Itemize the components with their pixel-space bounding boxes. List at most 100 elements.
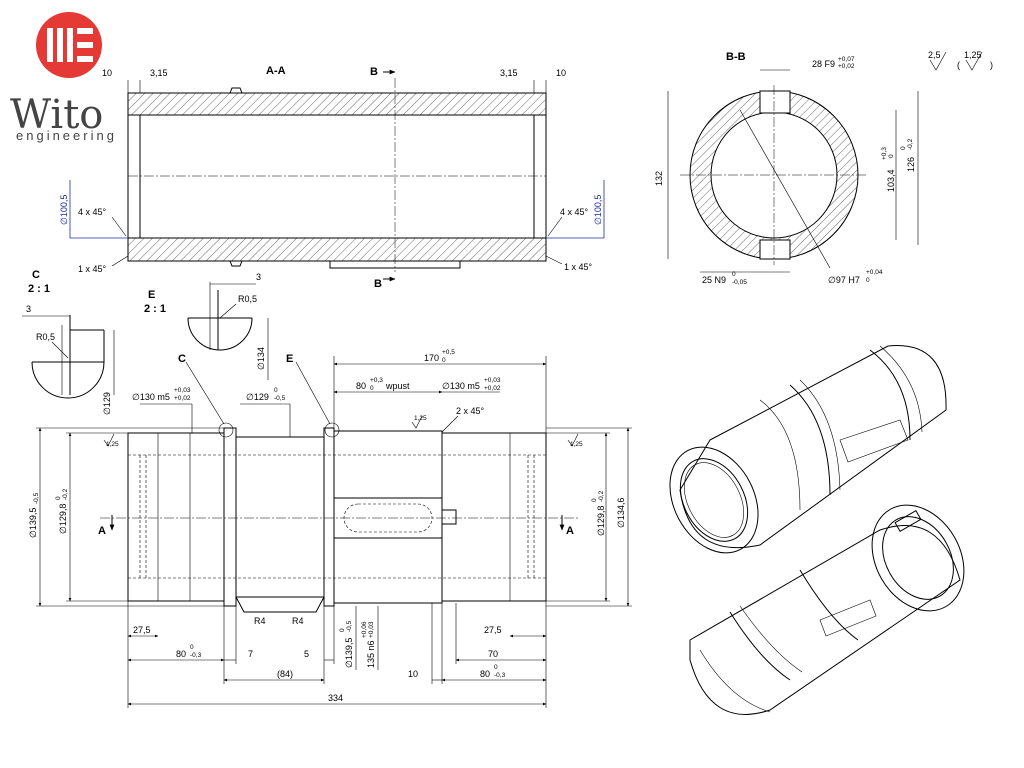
detail-e-scale: 2 : 1	[144, 303, 166, 315]
main-dim-80w-lower: 0	[370, 385, 374, 392]
main-dim-130-left-lower: +0,02	[174, 395, 191, 402]
dim-bb-inner: 103,4	[886, 169, 896, 192]
main-dim-130-left-upper: +0,03	[174, 387, 191, 394]
roughness-symbols: 2,5 ( 1,25 )	[928, 50, 993, 71]
main-bottom-84: (84)	[277, 669, 293, 679]
main-bottom-80-left-upper: 0	[190, 644, 194, 651]
main-dim-80w: 80	[356, 381, 366, 391]
main-rough-left: 1,25	[106, 441, 119, 448]
main-dim-1298-left-upper: 0	[55, 496, 62, 500]
logo-brand: Wito	[10, 92, 103, 138]
dim-bb-keyway-bottom-upper: 0	[732, 271, 736, 278]
isometric-view-top	[669, 345, 947, 554]
main-bottom-10: 10	[408, 669, 418, 679]
detail-c-scale: 2 : 1	[28, 283, 50, 295]
main-dim-170-upper: +0,5	[442, 349, 455, 356]
main-bottom-80-left-lower: -0,3	[190, 652, 202, 659]
main-bottom-80-right-upper: 0	[494, 664, 498, 671]
company-logo: Wito engineering	[10, 12, 117, 143]
main-r4-right: R4	[292, 616, 304, 626]
main-dim-1346: ∅134,6	[616, 498, 626, 528]
main-bottom-135-lower: +0,03	[368, 621, 375, 638]
cut-b-bottom: B	[374, 278, 382, 290]
main-bottom-70: 70	[488, 649, 498, 659]
cut-b-top: B	[370, 66, 378, 78]
detail-e-title: E	[148, 289, 155, 301]
main-dim-1395: ∅139,5	[28, 508, 38, 538]
main-dim-1298-right: ∅129,8	[596, 506, 606, 536]
main-cut-a-left: A	[98, 525, 106, 537]
section-bb-title: B-B	[726, 51, 746, 63]
detail-e-view: E 2 : 1 3 R0,5 ∅134	[144, 272, 269, 380]
main-dim-1298-right-lower: -0,2	[598, 490, 605, 502]
dim-bb-bore-upper: +0,04	[866, 269, 883, 276]
main-bottom-1395-lower: -0,5	[346, 620, 353, 632]
section-aa-title: A-A	[266, 65, 286, 77]
detail-c-title: C	[32, 269, 40, 281]
dim-aa-right-315: 3,15	[500, 68, 518, 78]
main-bottom-1395-upper: 0	[339, 628, 346, 632]
main-bottom-1395: ∅139,5	[344, 638, 354, 668]
dim-bb-inner-upper: +0,3	[881, 147, 888, 160]
main-dim-wpust: wpust	[385, 381, 410, 391]
main-dim-1298-right-upper: 0	[591, 498, 598, 502]
main-dim-1298-left-lower: -0,2	[62, 488, 69, 500]
section-aa-view: A-A B B 10 3,15 3,15 10 ∅100,5 ∅100,5	[59, 65, 605, 290]
dim-bb-height: 132	[654, 171, 664, 186]
logo-tagline: engineering	[16, 128, 117, 143]
dim-bb-inner-lower: 0	[888, 154, 895, 158]
dim-bb-keyway-top-upper: +0,07	[838, 56, 855, 63]
detail-e-dia: ∅134	[256, 347, 266, 370]
dim-aa-left-315: 3,15	[150, 68, 168, 78]
main-dim-129: ∅129	[246, 392, 269, 402]
main-bottom-80-right-lower: -0,3	[494, 672, 506, 679]
main-bottom-275-left: 27,5	[133, 625, 151, 635]
dim-aa-chamfer-out-right: 1 x 45°	[564, 262, 593, 272]
main-shaft-view: R4 R4 C E A A 1,25 1,25 1,25 2 x 45° 170…	[28, 349, 632, 708]
main-dim-80w-upper: +0,3	[370, 377, 383, 384]
dim-bb-outer-lower: -0,2	[907, 138, 914, 150]
main-dim-129-upper: 0	[274, 387, 278, 394]
main-bottom-5: 5	[304, 649, 309, 659]
detail-c-dia: ∅129	[102, 392, 112, 415]
main-dim-170: 170	[424, 353, 439, 363]
roughness-general: 2,5	[928, 50, 941, 60]
dim-bb-outer: 126	[906, 157, 916, 172]
detail-c-r: R0,5	[36, 332, 55, 342]
main-bottom-334: 334	[328, 693, 343, 703]
main-chamfer: 2 x 45°	[456, 406, 485, 416]
dim-bb-keyway-top-lower: +0,02	[838, 63, 855, 70]
dim-bb-keyway-bottom: 25 N9	[702, 275, 726, 285]
main-bottom-80-left: 80	[176, 649, 186, 659]
dim-bb-outer-upper: 0	[900, 146, 907, 150]
dim-aa-left-10: 10	[102, 68, 112, 78]
detail-e-r: R0,5	[238, 294, 257, 304]
main-dim-130-right: ∅130 m5	[442, 381, 480, 391]
dim-aa-chamfer-out-left: 1 x 45°	[78, 264, 107, 274]
main-dim-130-right-lower: +0,02	[484, 385, 501, 392]
main-dim-1395-lower: -0,5	[33, 492, 40, 504]
detail-e-3: 3	[256, 272, 261, 282]
dim-aa-bore-left: ∅100,5	[59, 195, 69, 225]
dim-aa-chamfer-in-right: 4 x 45°	[560, 207, 589, 217]
dim-aa-chamfer-in-left: 4 x 45°	[78, 207, 107, 217]
isometric-view-bottom	[689, 504, 965, 715]
main-dim-1298-left: ∅129,8	[58, 504, 68, 534]
dim-bb-keyway-bottom-lower: -0,05	[732, 279, 747, 286]
main-bottom-135: 135 n6	[366, 640, 376, 668]
main-rough-top: 1,25	[414, 415, 427, 422]
main-callout-e: E	[286, 353, 293, 365]
main-bottom-135-upper: +0,06	[361, 621, 368, 638]
svg-text:): )	[990, 60, 993, 70]
svg-text:(: (	[957, 60, 960, 70]
dim-bb-bore-lower: 0	[866, 277, 870, 284]
main-dim-130-left: ∅130 m5	[132, 392, 170, 402]
main-bottom-275-right: 27,5	[484, 625, 502, 635]
main-bottom-7: 7	[248, 649, 253, 659]
section-bb-view: B-B 28 F9 +0,07 +0,02 132 103,4 +0,3 0 1…	[654, 51, 919, 286]
detail-c-view: C 2 : 1 3 R0,5 ∅129	[22, 269, 115, 415]
main-cut-a-right: A	[566, 525, 574, 537]
main-bottom-80-right: 80	[480, 669, 490, 679]
main-dim-170-lower: 0	[442, 357, 446, 364]
main-dim-129-lower: -0,5	[274, 395, 286, 402]
